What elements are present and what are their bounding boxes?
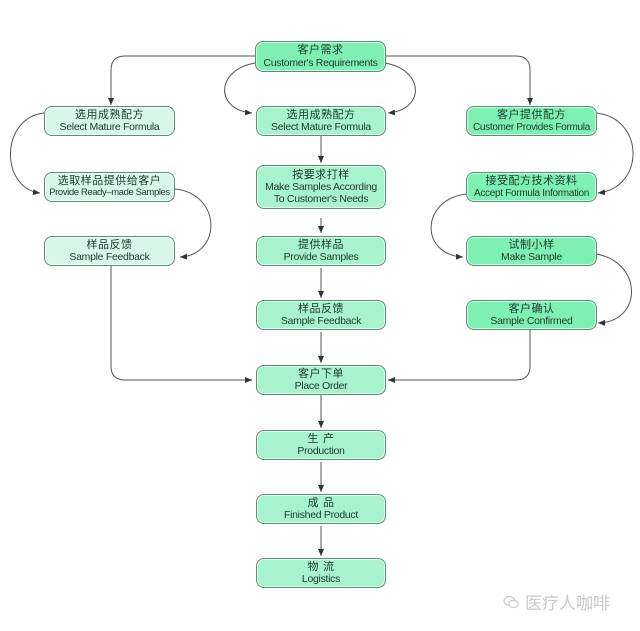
node-left-sample-feedback: 样品反馈 Sample Feedback (44, 236, 175, 266)
node-accept-formula-information: 接受配方技术资料 Accept Formula Information (466, 172, 597, 202)
node-label-en: Sample Feedback (69, 251, 150, 264)
edge-left-provide-left-feedback (174, 188, 212, 260)
node-provide-samples: 提供样品 Provide Samples (256, 236, 386, 266)
edge-requirements-mid-select-left (224, 62, 256, 116)
node-label-zh: 客户下单 (298, 366, 344, 380)
edge-requirements-right-formula (385, 55, 533, 105)
node-label-en: Accept Formula Information (473, 187, 590, 199)
node-label-zh: 样品反馈 (86, 237, 133, 251)
node-label-zh: 按要求打样 (292, 167, 350, 181)
node-label-en: Sample Feedback (280, 315, 362, 328)
node-label-en: Make Sample (501, 251, 562, 264)
node-label-zh: 客户提供配方 (497, 107, 566, 121)
node-label-en: Make Samples According (265, 181, 377, 194)
node-label-en: Place Order (294, 380, 348, 393)
node-label-zh: 生 产 (307, 431, 335, 445)
node-label-zh: 选用成熟配方 (75, 107, 144, 121)
node-label-en-line2: To Customer's Needs (273, 193, 369, 206)
node-provide-ready-made-samples: 选取样品提供给客户 Provide Ready–made Samples (44, 172, 175, 202)
watermark: 医疗人咖啡 (503, 589, 610, 614)
watermark-text: 医疗人咖啡 (525, 594, 610, 614)
edge-requirements-mid-select-right (384, 62, 416, 116)
node-label-zh: 接受配方技术资料 (485, 173, 578, 187)
wechat-icon (503, 595, 519, 608)
node-label-zh: 客户需求 (297, 43, 344, 57)
node-sample-confirmed: 客户确认 Sample Confirmed (466, 300, 597, 330)
node-label-zh: 选取样品提供给客户 (57, 174, 162, 188)
edge-left-feedback-order (110, 264, 252, 383)
node-label-zh: 物 流 (307, 559, 335, 573)
node-label-en: Provide Ready–made Samples (49, 186, 170, 198)
edge-right-make-right-confirm (595, 253, 632, 326)
node-customer-requirements: 客户需求 Customer's Requirements (255, 41, 386, 72)
node-mid-sample-feedback: 样品反馈 Sample Feedback (256, 300, 386, 330)
edge-right-accept-right-make (430, 193, 467, 260)
node-customer-provides-formula: 客户提供配方 Customer Provides Formula (466, 106, 597, 136)
node-label-en: Select Mature Formula (271, 121, 371, 134)
node-label-en: Production (297, 445, 345, 458)
node-label-en: Customer's Requirements (263, 56, 378, 69)
node-label-zh: 试制小样 (508, 237, 555, 251)
edge-right-confirm-order (388, 330, 531, 383)
node-make-samples-according: 按要求打样 Make Samples According To Customer… (256, 165, 386, 209)
node-label-zh: 客户确认 (508, 301, 555, 315)
node-label-en: Provide Samples (283, 251, 359, 264)
node-left-select-mature-formula: 选用成熟配方 Select Mature Formula (44, 106, 175, 136)
node-make-sample: 试制小样 Make Sample (466, 236, 597, 266)
node-production: 生 产 Production (256, 430, 386, 460)
node-label-en: Customer Provides Formula (473, 121, 590, 133)
edge-requirements-left-select (108, 55, 255, 105)
node-label-zh: 成 品 (307, 495, 335, 509)
node-label-zh: 提供样品 (298, 237, 344, 251)
node-label-zh: 样品反馈 (298, 301, 344, 315)
edge-right-formula-right-accept (595, 112, 634, 196)
node-label-en: Select Mature Formula (59, 121, 160, 134)
node-place-order: 客户下单 Place Order (256, 365, 386, 395)
node-finished-product: 成 品 Finished Product (256, 494, 386, 524)
node-label-en: Sample Confirmed (490, 315, 573, 328)
node-logistics: 物 流 Logistics (256, 558, 386, 588)
node-label-en: Finished Product (284, 509, 358, 522)
node-mid-select-mature-formula: 选用成熟配方 Select Mature Formula (256, 106, 386, 136)
node-label-zh: 选用成熟配方 (286, 107, 356, 121)
node-label-en: Logistics (301, 573, 341, 586)
edge-left-select-left-provide (10, 112, 45, 196)
